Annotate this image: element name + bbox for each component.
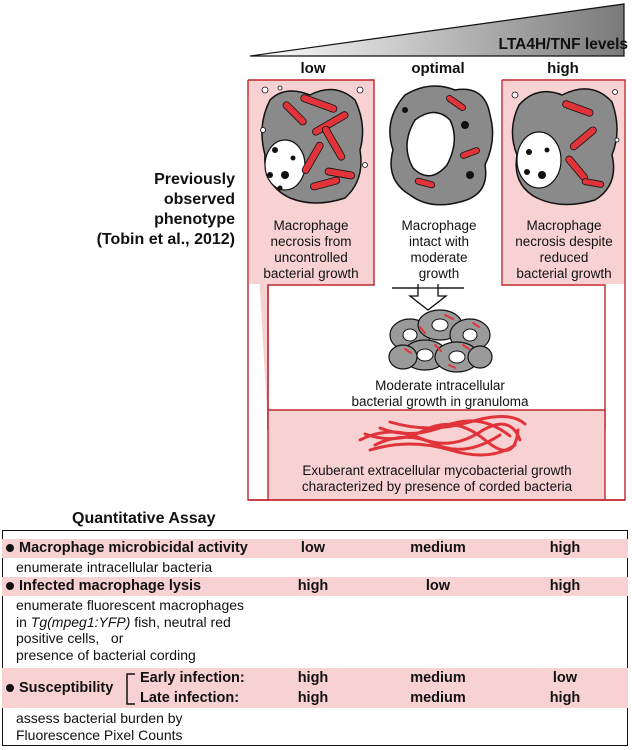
- lysis-desc-1: enumerate fluorescent macrophages: [16, 597, 245, 613]
- cording-caption-2: characterized by presence of corded bact…: [301, 479, 573, 494]
- caption-high-4: bacterial growth: [516, 266, 612, 281]
- caption-low: Macrophage necrosis from uncontrolled ba…: [250, 218, 372, 282]
- down-arrow-icon: [392, 284, 464, 311]
- lysis-desc-4: presence of bacterial cording: [16, 646, 196, 663]
- caption-low-4: bacterial growth: [263, 266, 359, 281]
- gradient-title: LTA4H/TNF levels: [498, 36, 628, 53]
- granuloma-caption-1: Moderate intracellular: [375, 378, 505, 393]
- lysis-low: high: [297, 578, 329, 594]
- lysis-high: high: [549, 578, 581, 594]
- caption-optimal-1: Macrophage: [401, 218, 477, 233]
- granuloma-caption: Moderate intracellular bacterial growth …: [310, 378, 570, 410]
- bullet-icon: [6, 684, 14, 693]
- susceptibility-bracket: [126, 673, 135, 705]
- lysis-desc: enumerate fluorescent macrophages in Tg(…: [16, 597, 244, 663]
- late-infection-label: Late infection:: [140, 690, 240, 706]
- granuloma-caption-2: bacterial growth in granuloma: [351, 394, 529, 409]
- cording-caption-1: Exuberant extracellular mycobacterial gr…: [302, 463, 572, 478]
- late-optimal: medium: [410, 690, 466, 706]
- caption-low-2: necrosis from: [270, 234, 352, 249]
- phenotype-line-3: phenotype: [154, 211, 235, 228]
- macrophage-low-illustration: [260, 85, 368, 204]
- caption-low-1: Macrophage: [273, 218, 349, 233]
- early-low: high: [297, 670, 329, 686]
- early-infection-label: Early infection:: [140, 670, 245, 686]
- bullet-icon: [6, 582, 14, 591]
- bullet-icon: [6, 544, 14, 553]
- caption-high-3: reduced: [539, 250, 589, 265]
- corded-bacteria-illustration: [358, 415, 527, 457]
- caption-high: Macrophage necrosis despite reduced bact…: [503, 218, 625, 282]
- row-lysis-header: [2, 577, 628, 596]
- lysis-desc-2: in Tg(mpeg1:YFP) fish, neutral red: [16, 614, 244, 631]
- assay-title: Quantitative Assay: [72, 510, 216, 527]
- phenotype-line-1: Previously: [154, 171, 235, 188]
- macrophage-high-illustration: [511, 88, 620, 206]
- microbicidal-desc: enumerate intracellular bacteria: [16, 559, 213, 575]
- assay-table: [2, 530, 628, 746]
- microbicidal-high: high: [549, 540, 581, 556]
- microbicidal-label-text: Macrophage microbicidal activity: [19, 540, 248, 556]
- caption-high-1: Macrophage: [526, 218, 602, 233]
- lysis-label-text: Infected macrophage lysis: [19, 578, 202, 594]
- microbicidal-optimal: medium: [410, 540, 466, 556]
- granuloma-illustration: [388, 309, 493, 373]
- caption-optimal: Macrophage intact with moderate growth: [378, 218, 500, 282]
- lysis-desc-3: positive cells, or: [16, 630, 124, 646]
- level-high-header: high: [547, 60, 579, 77]
- phenotype-line-2: observed: [163, 191, 235, 208]
- row-susceptibility-header: [2, 668, 628, 708]
- row-microbicidal-header: [2, 539, 628, 558]
- caption-optimal-3: moderate: [410, 250, 468, 265]
- lysis-desc-2c: fish, neutral red: [130, 613, 231, 630]
- level-optimal-header: optimal: [411, 60, 465, 77]
- lysis-label: Infected macrophage lysis: [6, 578, 201, 594]
- macrophage-optimal-illustration: [389, 85, 494, 206]
- early-high: low: [552, 670, 578, 686]
- cording-caption: Exuberant extracellular mycobacterial gr…: [270, 463, 604, 495]
- caption-optimal-2: intact with: [408, 234, 470, 249]
- susceptibility-desc-2: Fluorescence Pixel Counts: [16, 726, 183, 743]
- lysis-optimal: low: [425, 578, 451, 594]
- lta4h-gradient-wedge: [249, 3, 625, 57]
- susceptibility-desc-1: assess bacterial burden by: [16, 710, 183, 726]
- lysis-desc-2b: Tg(mpeg1:YFP): [30, 613, 131, 630]
- phenotype-line-4: (Tobin et al., 2012): [96, 231, 235, 248]
- susceptibility-desc: assess bacterial burden by Fluorescence …: [16, 710, 183, 743]
- early-optimal: medium: [410, 670, 466, 686]
- level-low-header: low: [300, 60, 326, 77]
- phenotype-label: Previously observed phenotype (Tobin et …: [40, 170, 235, 250]
- late-low: high: [297, 690, 329, 706]
- caption-optimal-4: growth: [418, 266, 460, 281]
- caption-high-2: necrosis despite: [515, 234, 613, 249]
- microbicidal-low: low: [300, 540, 326, 556]
- late-high: high: [549, 690, 581, 706]
- susceptibility-label: Susceptibility: [6, 680, 113, 696]
- microbicidal-label: Macrophage microbicidal activity: [6, 540, 248, 556]
- caption-low-3: uncontrolled: [274, 250, 348, 265]
- susceptibility-label-text: Susceptibility: [19, 680, 114, 696]
- lysis-desc-2a: in: [16, 613, 31, 630]
